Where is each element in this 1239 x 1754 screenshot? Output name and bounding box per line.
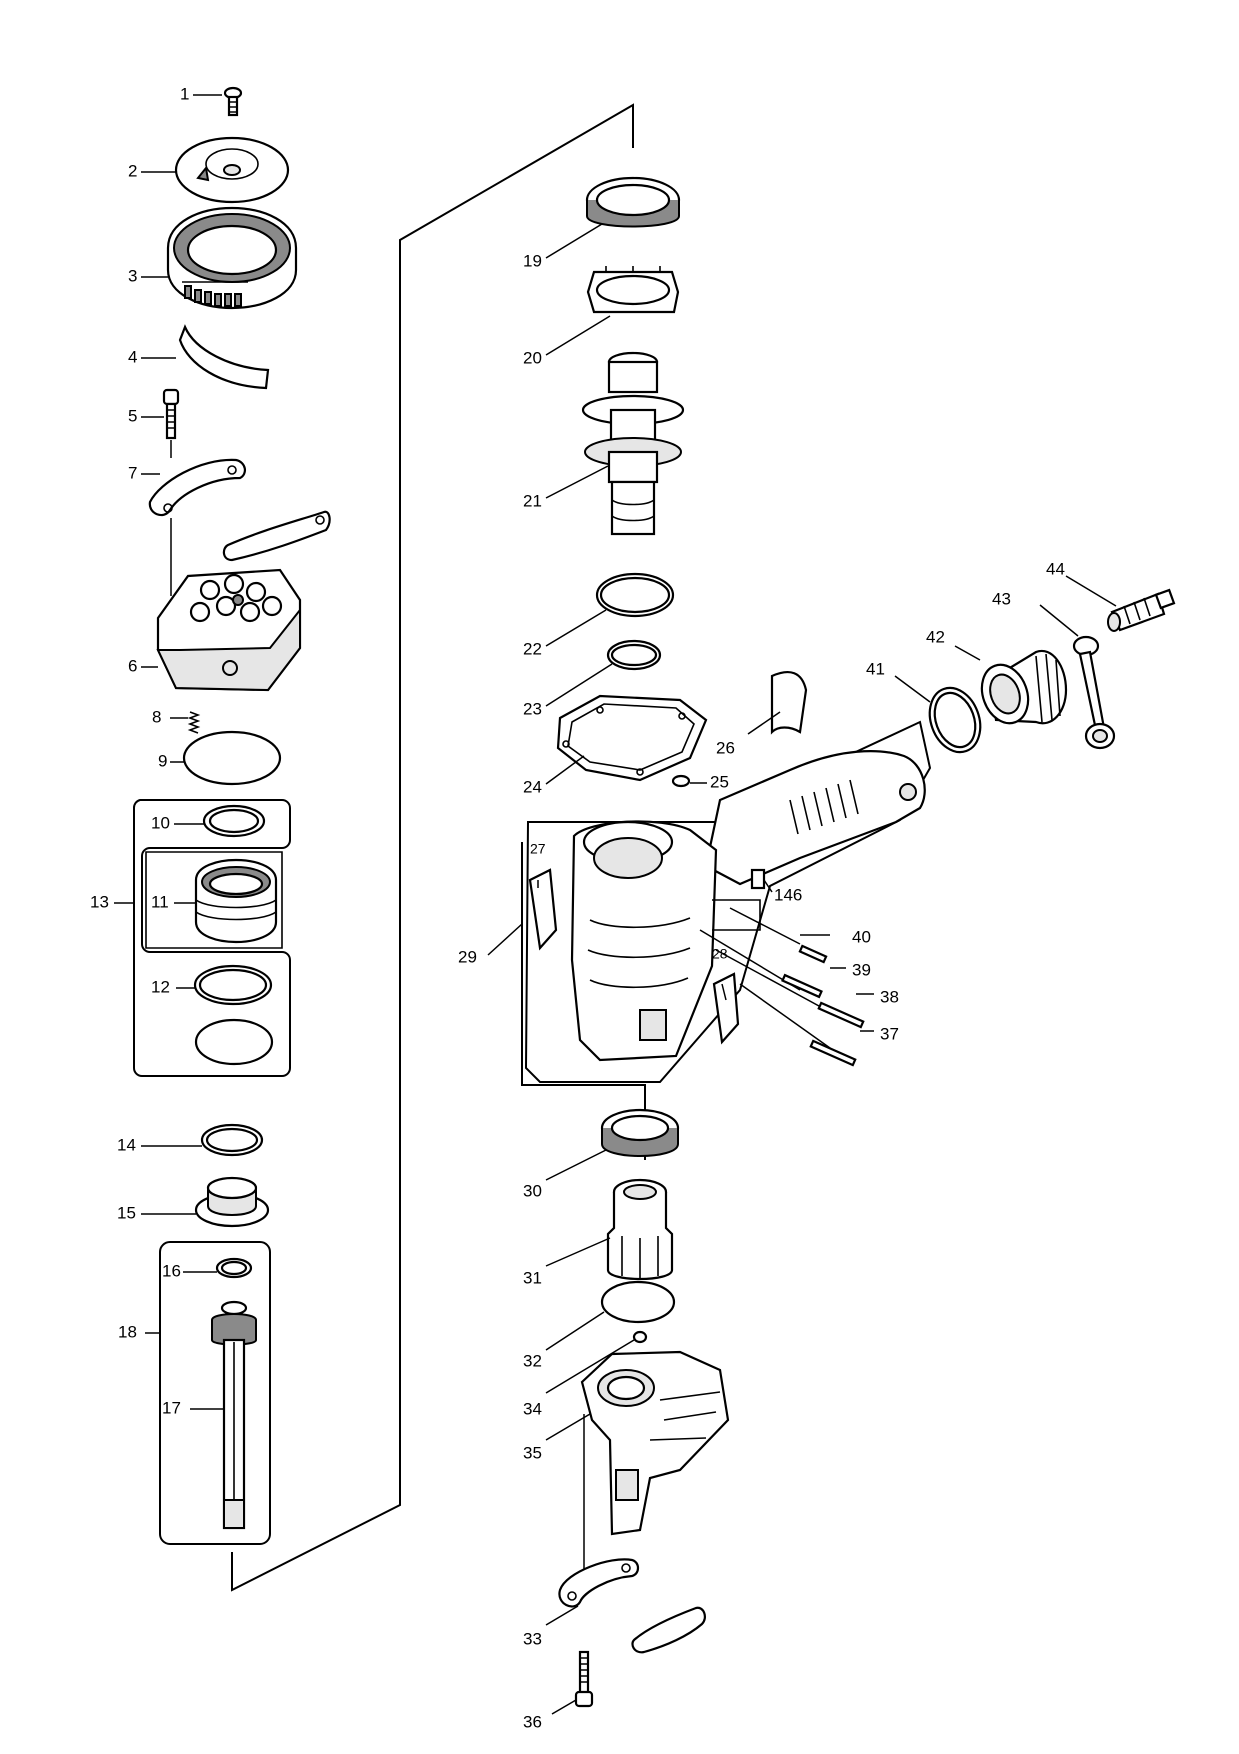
part-25-small-ring [671,774,691,788]
callout-7: 7 [128,463,137,482]
group-13-box [133,799,291,1077]
part-33-lock-plates [558,1558,706,1654]
callout-32: 32 [523,1351,542,1370]
part-5-bolt [162,388,180,440]
pins-37-40 [699,907,865,1067]
part-8-spring [187,711,201,734]
group-18-box [159,1241,271,1545]
callout-38: 38 [880,987,899,1006]
callout-3: 3 [128,266,137,285]
callout-4: 4 [128,347,137,366]
callout-44: 44 [1046,559,1065,578]
callout-22: 22 [523,639,542,658]
callout-21: 21 [523,491,542,510]
part-23-o-ring [606,639,662,671]
part-22-o-ring [595,572,675,618]
part-35-nose-piece [580,1350,730,1536]
part-32-disc [600,1280,676,1324]
callout-31: 31 [523,1268,542,1287]
part-16-o-ring [215,1257,253,1279]
cylinder-head-bosses [189,573,283,623]
callout-11: 11 [151,892,169,911]
callout-20: 20 [523,348,542,367]
part-31-nose-bushing [606,1178,674,1281]
part-4-curved-plate [178,324,270,390]
callout-39: 39 [852,960,871,979]
callout-29: 29 [458,947,477,966]
part-10-o-ring [202,804,266,838]
callout-12: 12 [151,977,170,996]
part-26-label [770,671,808,735]
part-24-gasket [556,694,708,782]
callout-2: 2 [128,161,137,180]
part-19-seal [585,176,681,228]
callout-146: 146 [774,885,802,904]
callout-24: 24 [523,777,542,796]
part-3-cap-ring [166,206,298,310]
part-14-ring [200,1123,264,1157]
part-29-main-housing [570,750,926,1062]
callout-35: 35 [523,1443,542,1462]
part-42-threaded-fitting [980,649,1068,725]
part-2-cap-plate [174,136,290,204]
callout-6: 6 [128,656,137,675]
callout-5: 5 [128,406,137,425]
callout-33: 33 [523,1629,542,1648]
callout-18: 18 [118,1322,137,1341]
callout-37: 37 [880,1024,899,1043]
part-21-piston [581,351,685,536]
callout-16: 16 [162,1261,181,1280]
callout-36: 36 [523,1712,542,1731]
part-12-o-ring [193,964,273,1006]
callout-27: 27 [530,841,546,857]
callout-26: 26 [716,738,735,757]
handle-grip-ribs [789,779,859,835]
part-11-bushing [194,858,278,944]
part-20-ring-nut [586,266,680,314]
part-15-bumper [194,1176,270,1228]
part-1-screw [223,86,243,117]
callout-labels: 1 2 3 4 5 6 7 8 9 10 11 12 13 14 15 16 1… [90,84,1065,1731]
cap-ring-slots [184,285,242,307]
part-43-chain-cap [1072,635,1116,750]
callout-41: 41 [866,659,885,678]
callout-10: 10 [151,813,170,832]
callout-42: 42 [926,627,945,646]
part-7-gasket-loop [148,458,331,562]
callout-25: 25 [710,772,729,791]
part-28-label [712,972,740,1045]
callout-14: 14 [117,1135,136,1154]
part-146-label [750,868,766,890]
part-34-ball [632,1330,648,1344]
callout-1: 1 [180,84,189,103]
callout-9: 9 [158,751,167,770]
callout-19: 19 [523,251,542,270]
part-44-air-nipple [1107,588,1176,632]
part-36-bolt [574,1650,594,1708]
callout-17: 17 [162,1398,181,1417]
callout-34: 34 [523,1399,542,1418]
callout-28: 28 [712,946,728,962]
callout-40: 40 [852,927,871,946]
callout-30: 30 [523,1181,542,1200]
part-9-disc [182,730,282,786]
callout-43: 43 [992,589,1011,608]
callout-8: 8 [152,707,161,726]
part-13-disc [194,1018,274,1066]
part-41-o-ring [928,686,982,754]
callout-23: 23 [523,699,542,718]
callout-13: 13 [90,892,109,911]
part-17-driver-blade [211,1300,257,1530]
part-27-label [528,868,558,951]
part-30-seal [600,1108,680,1157]
leader-lines [114,94,1117,1715]
callout-15: 15 [117,1203,136,1222]
part-6-cylinder-head [156,568,302,692]
